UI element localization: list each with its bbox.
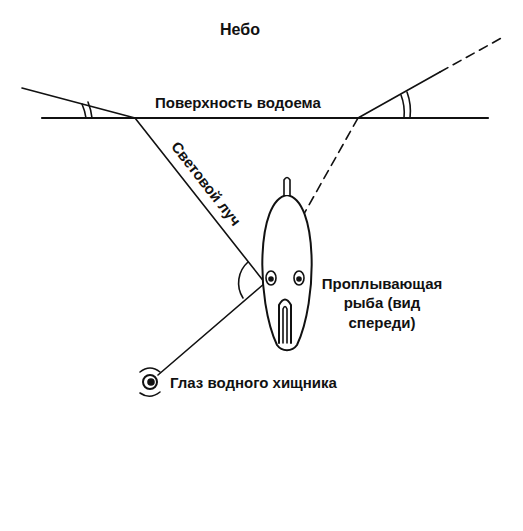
fish-eye <box>294 271 304 285</box>
dashed-ray <box>358 72 440 118</box>
eyelid <box>140 392 160 396</box>
fish-body <box>262 195 311 350</box>
ray-label: Световой луч <box>166 136 247 232</box>
predator-eye <box>143 375 157 389</box>
fish-mouth <box>279 300 291 344</box>
angle-mark <box>82 104 86 118</box>
dashed-ray <box>440 36 505 72</box>
light-ray <box>135 118 265 283</box>
fish-label: Проплывающая рыба (вид спереди) <box>316 274 448 333</box>
light-ray <box>158 283 265 375</box>
eyelid <box>140 368 160 372</box>
light-ray <box>22 88 135 118</box>
fish-eye <box>266 271 276 285</box>
fish-mouth <box>283 307 287 344</box>
fish-fin <box>284 178 290 196</box>
angle-mark <box>401 95 404 118</box>
fish-pupil <box>297 277 301 281</box>
sky-label: Небо <box>218 20 262 41</box>
angle-mark <box>239 262 248 298</box>
eye-label: Глаз водного хищника <box>168 373 339 393</box>
angle-mark <box>407 92 410 118</box>
angle-mark <box>88 102 92 118</box>
predator-pupil <box>148 379 154 385</box>
surface-label: Поверхность водоема <box>153 93 323 113</box>
fish-pupil <box>269 277 273 281</box>
water-surface <box>42 117 488 119</box>
